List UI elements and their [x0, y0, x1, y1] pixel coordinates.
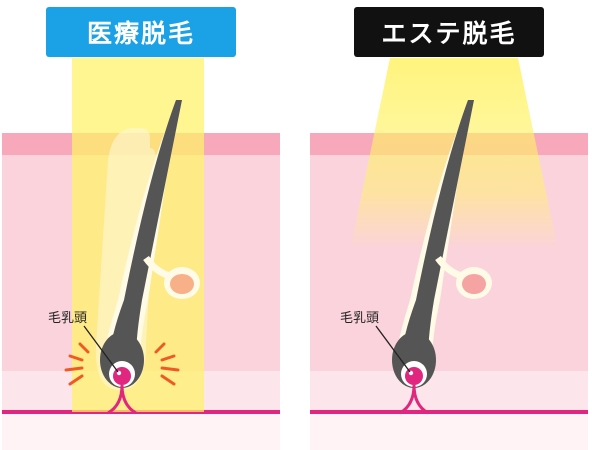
papilla-leader-line — [375, 325, 411, 373]
hair-shaft — [402, 100, 474, 384]
skin-base-layer — [310, 413, 588, 450]
medical-hair-diagram — [2, 58, 280, 450]
skin-baseline — [310, 410, 588, 414]
skin-base-layer — [2, 413, 280, 450]
esthetic-hair-removal-panel: エステ脱毛 毛乳頭 — [296, 0, 592, 450]
esthetic-title-badge: エステ脱毛 — [354, 7, 544, 57]
papilla-root — [399, 384, 429, 415]
impact-mark-right — [154, 342, 180, 386]
sebaceous-gland — [170, 274, 194, 294]
esthetic-hair-diagram — [310, 58, 588, 450]
papilla-label: 毛乳頭 — [48, 311, 88, 326]
skin-lower-layer — [310, 371, 588, 411]
papilla-label: 毛乳頭 — [340, 311, 380, 326]
papilla-root — [107, 384, 137, 415]
papilla-leader-line — [83, 325, 119, 373]
impact-mark-left — [64, 342, 90, 386]
sebaceous-gland — [462, 274, 486, 294]
medical-hair-removal-panel: 医療脱毛 毛乳頭 — [2, 7, 280, 450]
hair-shaft — [110, 100, 182, 384]
medical-title-badge: 医療脱毛 — [46, 7, 236, 57]
